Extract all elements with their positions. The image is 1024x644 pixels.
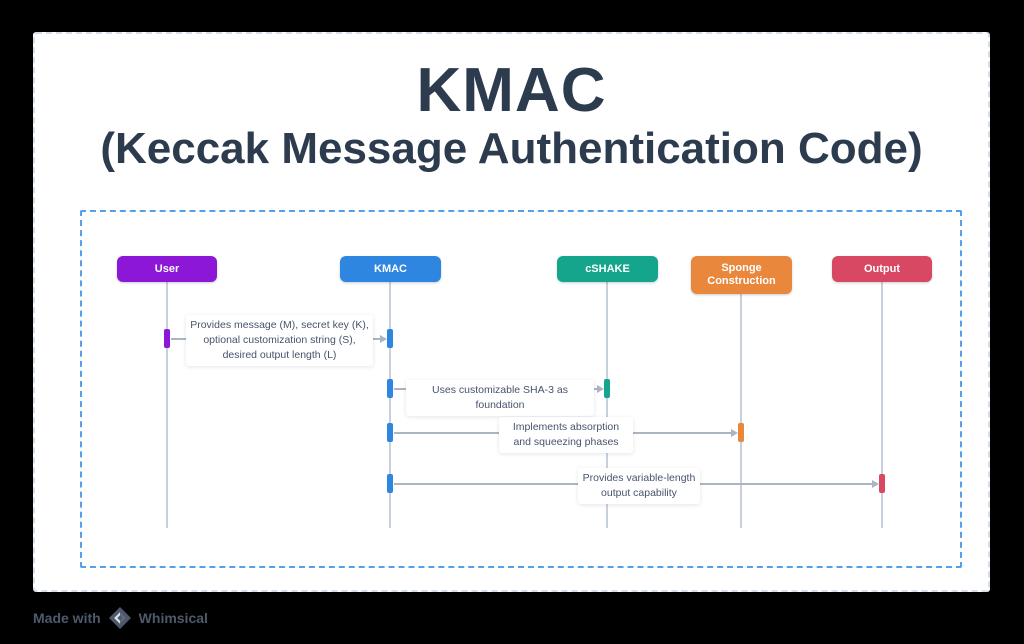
- diagram-frame: [80, 210, 962, 568]
- page-title: KMAC: [416, 56, 607, 125]
- page-subtitle: (Keccak Message Authentication Code): [100, 124, 923, 173]
- whimsical-diamond-icon: [108, 606, 132, 630]
- brand-text: Whimsical: [138, 610, 208, 626]
- made-with-badge: Made with Whimsical: [33, 606, 208, 630]
- made-with-text: Made with: [33, 610, 101, 626]
- infographic-card: KMAC (Keccak Message Authentication Code…: [33, 32, 990, 592]
